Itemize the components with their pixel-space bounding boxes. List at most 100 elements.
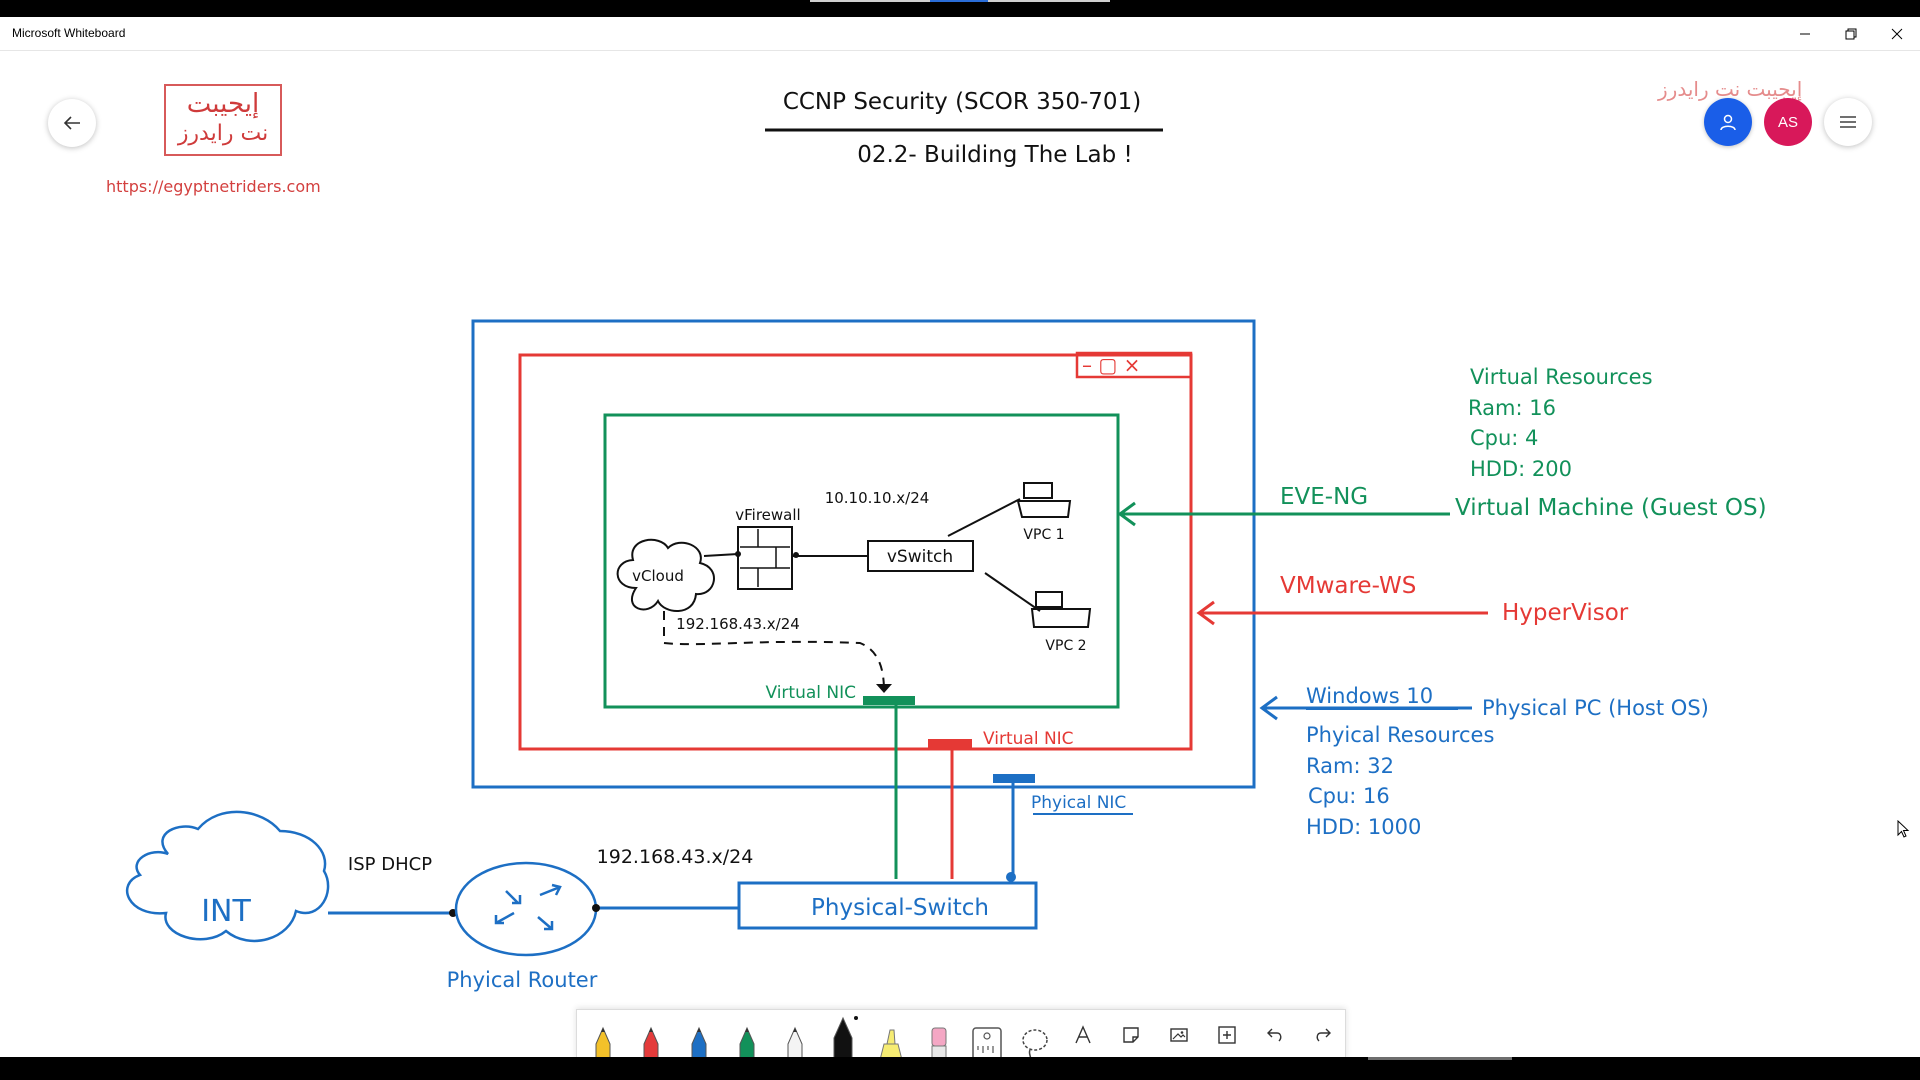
red-pen-icon [643,1026,659,1060]
share-button[interactable] [1704,98,1752,146]
restore-icon [1845,28,1857,39]
virtual-resources-cpu: Cpu: 4 [1470,426,1538,450]
undo-icon [1267,1028,1282,1042]
vpc1-label: VPC 1 [1023,527,1064,543]
virtual-nic-red [928,739,972,748]
internet-label: INT [201,894,251,929]
horizontal-scrollbar[interactable] [1368,1057,1512,1060]
virtual-nic-green-label: Virtual NIC [765,683,856,703]
watermark-text: إيجيبت نت رايدرز [1658,77,1803,101]
virtual-nic-green [863,696,915,705]
wan-subnet-label: 192.168.43.x/24 [597,846,754,868]
screen-top-bar [0,0,1920,17]
physical-resources-hdd: HDD: 1000 [1306,815,1421,839]
vmware-label: VMware-WS [1280,573,1416,599]
dashed-bridge-link [663,611,885,692]
blue-pen-icon [691,1026,707,1060]
close-icon [1891,28,1903,39]
eve-ng-label: EVE-NG [1280,484,1368,510]
logo-line1: إيجيبت [186,89,260,119]
vpc2-label: VPC 2 [1045,638,1086,654]
image-icon [1170,1028,1188,1042]
image-tool[interactable] [1155,1010,1203,1060]
window-controls-drawing: – ▢ × [1082,353,1140,377]
highlighter-icon [879,1029,903,1060]
logo-line2: نت رايدرز [177,121,269,146]
green-pen-icon [739,1026,755,1060]
restore-button[interactable] [1828,17,1874,50]
inner-subnet-label: 10.10.10.x/24 [825,489,930,507]
vpc2-shape [1030,591,1092,628]
text-icon [1075,1025,1091,1044]
virtual-resources-ram: Ram: 16 [1468,396,1556,420]
back-button[interactable] [48,99,96,147]
virtual-machine-label: Virtual Machine (Guest OS) [1455,495,1767,521]
undo-button[interactable] [1251,1010,1299,1060]
internet-cloud-shape [125,810,330,943]
hamburger-menu-icon [1840,116,1856,128]
virtual-machine-box [603,413,1120,709]
physical-switch-label: Physical-Switch [811,895,989,921]
windows-label: Windows 10 [1306,684,1433,708]
physical-resources-title: Phyical Resources [1306,723,1494,747]
person-share-icon [1720,114,1736,131]
virtual-resources-hdd: HDD: 200 [1470,457,1572,481]
whiteboard-canvas[interactable]: إيجيبت نت رايدرز https://egyptnetriders.… [0,51,1920,1057]
vswitch-label: vSwitch [887,547,953,567]
site-link: https://egyptnetriders.com [106,177,321,196]
physical-pc-label: Physical PC (Host OS) [1482,696,1709,720]
inking-toolbar [576,1009,1346,1060]
redo-button[interactable] [1299,1010,1347,1060]
user-avatar[interactable]: AS [1764,98,1812,146]
eraser-icon [931,1027,947,1060]
window-controls-box [1075,351,1193,379]
insert-tool[interactable] [1203,1010,1251,1060]
physical-router-shape [454,861,598,957]
eraser-tool[interactable] [915,1010,963,1060]
close-button[interactable] [1874,17,1920,50]
white-pen-icon [787,1026,803,1060]
course-title: CCNP Security (SCOR 350-701) [783,89,1141,115]
vpc1-shape [1016,482,1072,518]
black-pen-tool[interactable] [819,1010,867,1060]
green-pen-tool[interactable] [723,1010,771,1060]
brand-logo: إيجيبت نت رايدرز [164,84,282,156]
virtual-nic-red-label: Virtual NIC [983,729,1074,749]
yellow-pen-tool[interactable] [579,1010,627,1060]
vswitch-shape [867,540,974,572]
highlighter-tool[interactable] [867,1010,915,1060]
minimize-button[interactable] [1782,17,1828,50]
physical-nic [993,774,1035,783]
minimize-icon [1800,33,1810,34]
note-tool[interactable] [1107,1010,1155,1060]
menu-button[interactable] [1824,98,1872,146]
top-bar-indicator-active [930,0,988,2]
physical-resources-ram: Ram: 32 [1306,754,1394,778]
lesson-title: 02.2- Building The Lab ! [857,142,1133,168]
white-pen-tool[interactable] [771,1010,819,1060]
hypervisor-box [518,353,1193,751]
vfirewall-shape [737,526,793,590]
arrow-left-icon [63,116,80,130]
black-pen-icon [833,1016,858,1060]
virtual-resources-title: Virtual Resources [1470,365,1653,389]
hypervisor-label: HyperVisor [1502,600,1629,626]
vcloud-shape [616,539,715,613]
red-pen-tool[interactable] [627,1010,675,1060]
note-icon [1123,1027,1139,1043]
title-bar: Microsoft Whiteboard [0,17,1920,51]
yellow-pen-icon [595,1026,611,1060]
blue-pen-tool[interactable] [675,1010,723,1060]
text-tool[interactable] [1059,1010,1107,1060]
physical-pc-box [471,319,1256,789]
redo-icon [1316,1028,1331,1042]
mouse-cursor-icon [1897,820,1910,838]
physical-nic-label: Phyical NIC [1031,793,1126,813]
insert-icon [1218,1026,1236,1044]
ruler-tool[interactable] [963,1010,1011,1060]
physical-resources-cpu: Cpu: 16 [1308,784,1390,808]
physical-router-label: Phyical Router [447,968,598,992]
window-title: Microsoft Whiteboard [12,26,126,40]
lan-subnet-label: 192.168.43.x/24 [676,615,800,633]
lasso-tool[interactable] [1011,1010,1059,1060]
